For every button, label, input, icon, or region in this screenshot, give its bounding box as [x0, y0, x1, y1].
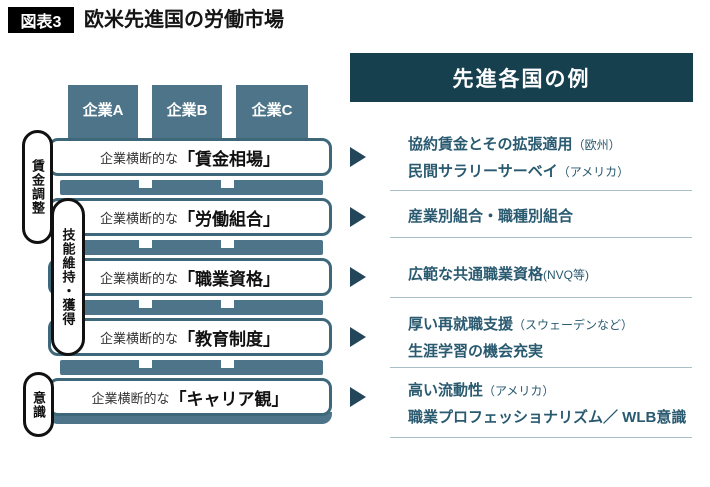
example-main: 民間サラリーサーベイ	[408, 163, 558, 180]
column-gap-notch	[139, 300, 152, 308]
examples-education-system: 厚い再就職支援（スウェーデンなど） 生涯学習の機会充実	[408, 311, 633, 365]
example-line: 職業プロフェッショナリズム／ WLB意識	[408, 404, 686, 431]
bar-prefix: 企業横断的な	[91, 390, 170, 406]
bar-keyword: 「労働組合」	[178, 209, 280, 229]
panel-header: 先進各国の例	[350, 53, 693, 102]
bar-career-view: 企業横断的な「キャリア観」	[48, 378, 332, 416]
bar-prefix: 企業横断的な	[99, 330, 178, 346]
bar-vocational-qualification: 企業横断的な「職業資格」	[48, 258, 332, 296]
example-main: 生涯学習の機会充実	[408, 343, 544, 360]
connector-band	[60, 240, 323, 255]
example-line: 厚い再就職支援（スウェーデンなど）	[408, 311, 633, 338]
figure-title: 欧米先進国の労働市場	[84, 9, 284, 31]
separator-line	[390, 297, 692, 298]
example-line: 高い流動性（アメリカ）	[408, 377, 686, 404]
column-gap-notch	[221, 360, 234, 368]
example-note: （アメリカ）	[557, 165, 630, 179]
bar-labor-union: 企業横断的な「労働組合」	[48, 198, 332, 236]
bar-prefix: 企業横断的な	[99, 210, 178, 226]
company-box-c: 企業C	[236, 85, 308, 142]
example-line: 生涯学習の機会充実	[408, 338, 633, 365]
bar-keyword: 「賃金相場」	[178, 149, 280, 169]
column-gap-notch	[139, 180, 152, 188]
column-gap-notch	[139, 360, 152, 368]
arrow-icon	[350, 267, 366, 287]
examples-career-view: 高い流動性（アメリカ） 職業プロフェッショナリズム／ WLB意識	[408, 377, 686, 431]
example-line: 民間サラリーサーベイ（アメリカ）	[408, 158, 629, 185]
example-note: （スウェーデンなど）	[513, 318, 634, 332]
bar-keyword: 「キャリア観」	[169, 389, 289, 409]
separator-line	[390, 237, 692, 238]
example-note: （欧州）	[572, 138, 621, 152]
arrow-icon	[350, 327, 366, 347]
separator-line	[390, 367, 692, 368]
side-label-text: 意識	[31, 390, 46, 419]
connector-band	[60, 360, 323, 375]
arrow-icon	[350, 147, 366, 167]
separator-line	[390, 437, 692, 438]
side-label-wage-adjustment: 賃金調整	[22, 130, 53, 244]
bar-keyword: 「職業資格」	[178, 269, 280, 289]
examples-wage-rate: 協約賃金とその拡張適用（欧州） 民間サラリーサーベイ（アメリカ）	[408, 131, 629, 185]
column-gap-notch	[221, 180, 234, 188]
example-line: 産業別組合・職種別組合	[408, 203, 573, 230]
column-gap-notch	[221, 240, 234, 248]
bar-prefix: 企業横断的な	[99, 270, 178, 286]
bar-prefix: 企業横断的な	[99, 150, 178, 166]
examples-labor-union: 産業別組合・職種別組合	[408, 203, 573, 230]
side-label-text: 賃金調整	[30, 159, 45, 215]
example-line: 広範な共通職業資格(NVQ等)	[408, 261, 589, 288]
separator-line	[390, 190, 692, 191]
bar-education-system: 企業横断的な「教育制度」	[48, 318, 332, 356]
column-gap-notch	[221, 300, 234, 308]
bar-wage-rate: 企業横断的な「賃金相場」	[48, 138, 332, 176]
example-main: 高い流動性	[408, 382, 484, 399]
arrow-icon	[350, 387, 366, 407]
example-note: (NVQ等)	[543, 268, 590, 282]
connector-band	[60, 300, 323, 315]
example-main: 産業別組合・職種別組合	[408, 208, 574, 225]
example-note: （アメリカ）	[483, 384, 555, 398]
company-box-b: 企業B	[152, 85, 222, 142]
example-main: 厚い再就職支援	[408, 316, 514, 333]
example-main: 職業プロフェッショナリズム／ WLB意識	[408, 409, 687, 426]
side-label-text: 技能維持・獲得	[60, 228, 76, 326]
company-box-a: 企業A	[68, 85, 138, 142]
example-main: 協約賃金とその拡張適用	[408, 136, 573, 153]
example-line: 協約賃金とその拡張適用（欧州）	[408, 131, 629, 158]
connector-band	[60, 180, 323, 195]
column-gap-notch	[139, 240, 152, 248]
example-main: 広範な共通職業資格	[408, 266, 544, 283]
arrow-icon	[350, 207, 366, 227]
bar-keyword: 「教育制度」	[178, 329, 280, 349]
examples-vocational-qualification: 広範な共通職業資格(NVQ等)	[408, 261, 589, 288]
side-label-skill-maintenance: 技能維持・獲得	[51, 198, 85, 356]
side-label-mindset: 意識	[23, 372, 54, 437]
figure-tag: 図表3	[8, 7, 74, 33]
